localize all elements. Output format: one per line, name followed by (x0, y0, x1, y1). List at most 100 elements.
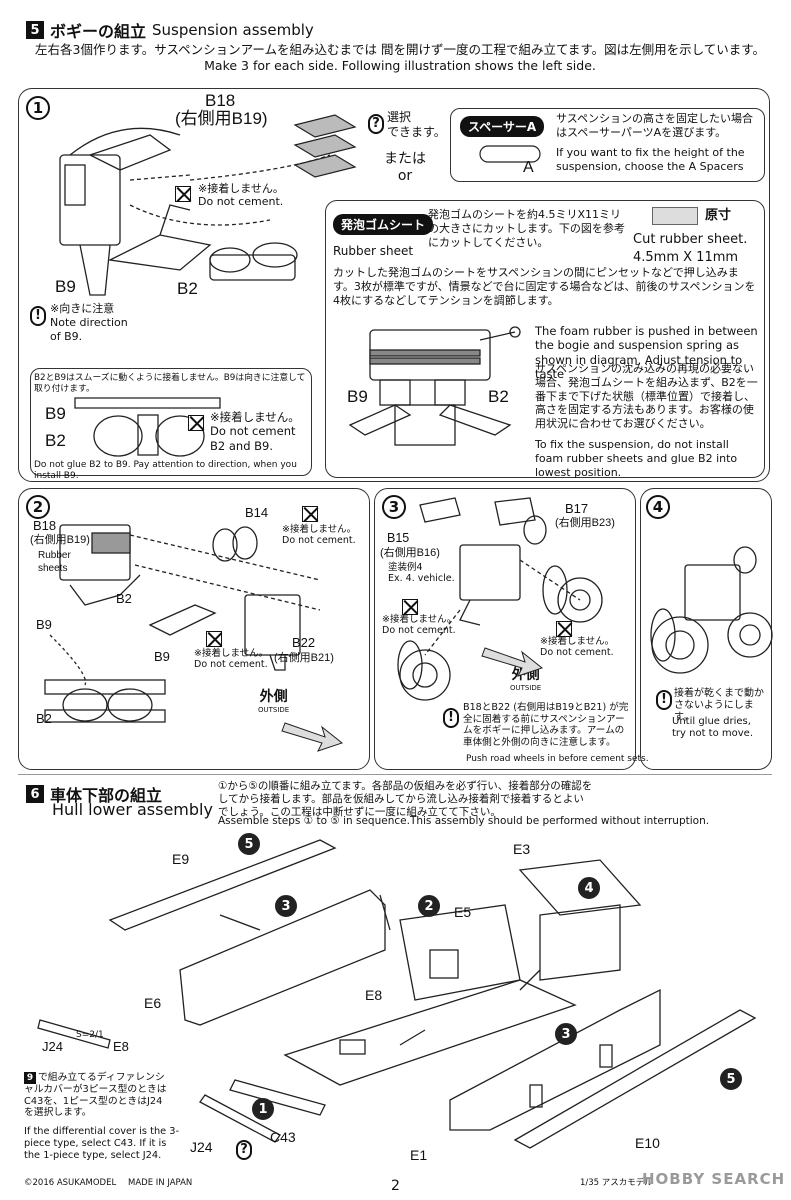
part-e6-label: E6 (144, 995, 162, 1011)
inset-b9-label: B9 (45, 404, 66, 423)
inset-nocement-en1: Do not cement (210, 424, 296, 439)
spacer-en: If you want to fix the height of the sus… (556, 146, 745, 173)
hull-drawing (37, 839, 757, 1149)
step2-nocement-en-2: Do not cement. (194, 659, 268, 671)
hull-step-1: 1 (252, 1098, 274, 1120)
suspension-drawing (348, 326, 521, 446)
footer-copyright: ©2016 ASUKAMODEL (24, 1178, 117, 1188)
step2-outside-arrow-icon (281, 722, 344, 752)
step2-b2b-label: B2 (36, 711, 52, 726)
step4-note-en2: try not to move. (672, 728, 754, 739)
hull-step-4: 4 (578, 877, 600, 899)
step3-number: 3 (382, 495, 406, 519)
rubber-label: 発泡ゴムシート (333, 214, 434, 235)
step4-drawing (650, 546, 773, 674)
step2-b9-label: B9 (36, 617, 52, 632)
part-e5-label: E5 (454, 904, 472, 920)
part-c43-label: C43 (270, 1129, 296, 1145)
section5-intro-en: Make 3 for each side. Following illustra… (204, 57, 596, 73)
section5-title-en: Suspension assembly (152, 21, 314, 39)
section5-intro-ja: 左右各3個作ります。サスペンションアームを組み込むまでは 間を開けず一度の工程で… (35, 42, 765, 57)
step3-drawing (397, 497, 603, 701)
rubber-sheets-drawing (293, 114, 357, 178)
hull-step-5-top: 5 (238, 833, 260, 855)
section5-title-ja: ボギーの組立 (50, 22, 147, 41)
select-note: 選択 できます。 (387, 110, 446, 140)
footer-watermark: HOBBY SEARCH (642, 1170, 786, 1188)
step3-b15-label: B15 (387, 531, 410, 545)
step3-push-en: Push road wheels in before cement sets. (466, 754, 649, 764)
step2-b18-right-label: (右側用B19) (30, 534, 90, 546)
section5-intro: 左右各3個作ります。サスペンションアームを組み込むまでは 間を開けず一度の工程で… (20, 42, 780, 73)
hull-step-2: 2 (418, 895, 440, 917)
step3-ex-en: Ex. 4. vehicle. (388, 573, 455, 585)
step2-b9b-label: B9 (154, 649, 170, 664)
rubber-pill: 発泡ゴムシート (333, 214, 434, 235)
step3-b17-right-label: (右側用B23) (555, 517, 615, 529)
hull-step-3-right: 3 (555, 1023, 577, 1045)
section6-header: 6 車体下部の組立 (26, 782, 162, 806)
rubber-en-label: Rubber sheet (333, 244, 414, 258)
step1-panel (18, 88, 770, 482)
inset-note-en: Do not glue B2 to B9. Pay attention to d… (34, 460, 297, 481)
fix-ja: サスペンションの沈み込みの再現の必要ない場合、発泡ゴムシートを組み込まず、B2を… (535, 362, 758, 430)
rubber-b9-label: B9 (347, 387, 368, 406)
step2-nocement-ja: ※接着しません。 (282, 524, 357, 535)
part-e3-label: E3 (513, 841, 531, 857)
x-mark-icon (556, 620, 572, 637)
step3-panel (374, 488, 636, 770)
step3-nocement-ja: ※接着しません。 (382, 614, 457, 625)
step4-warn-icon: ! (656, 688, 672, 710)
step1-b18-label: B18 (205, 91, 236, 110)
or-en: or (397, 168, 413, 184)
spacer-ja: サスペンションの高さを固定したい場合はスペーサーパーツAを選びます。 (556, 112, 754, 139)
cut-dim: 4.5mm X 11mm (633, 250, 739, 265)
step2-nocement-en: Do not cement. (282, 535, 356, 547)
spacer-label: スペーサーA (460, 116, 545, 137)
step2-outside: 外側 OUTSIDE (258, 686, 289, 714)
step3-x-mark (402, 596, 418, 615)
hull-step-3-left: 3 (275, 895, 297, 917)
step1-nocement-mark (175, 183, 191, 202)
step3-warn-icon: ! (443, 706, 459, 728)
or-block: または or (375, 148, 435, 184)
step1-b9-label: B9 (55, 277, 76, 296)
step2-number: 2 (26, 495, 50, 519)
x-mark-icon (302, 505, 318, 522)
step2-b18-label: B18 (33, 518, 57, 533)
spacer-part-label: A (523, 159, 534, 176)
step2-nocement-top: ※接着しません。 Do not cement. (282, 524, 356, 547)
step1-nocement-ja: ※接着しません。 (198, 182, 284, 195)
step3-b17-label: B17 (565, 501, 589, 516)
step2-nocement-bottom: ※接着しません。 Do not cement. (194, 648, 268, 671)
step1-drawing (59, 127, 331, 296)
footer-made-in: MADE IN JAPAN (128, 1178, 193, 1188)
step4-note-en1: Until glue dries, (672, 716, 751, 727)
step3-outside-en: OUTSIDE (510, 684, 542, 692)
inset-b2-label: B2 (45, 431, 66, 450)
part-e9-label: E9 (172, 851, 190, 867)
select-warn-icon: ? (368, 112, 384, 134)
x-mark-icon (206, 630, 222, 647)
step2-rubber-label: Rubber sheets (38, 550, 71, 574)
step1-nocement-en: Do not cement. (198, 195, 284, 209)
inset-box (30, 368, 312, 476)
step1-b18-right-label: (右側用B19) (175, 109, 268, 128)
or-ja: または (384, 151, 426, 167)
x-mark-icon (188, 414, 204, 431)
step1-direction: ※向きに注意 Note direction of B9. (50, 302, 128, 343)
hull-step-5-bottom: 5 (720, 1068, 742, 1090)
footer-page-number: 2 (391, 1178, 400, 1194)
insert-ja: カットした発泡ゴムのシートをサスペンションの間にピンセットなどで押し込みます。3… (333, 266, 756, 307)
section6-title-en: Hull lower assembly (52, 800, 213, 819)
step4-note-en: Until glue dries, try not to move. (672, 716, 753, 740)
part-j24-label: J24 (190, 1139, 213, 1155)
step2-b22-label: B22 (292, 635, 316, 650)
step2-x-mark (302, 503, 318, 522)
actual-size-label: 原寸 (705, 208, 732, 223)
step4-note-ja: 接着が乾くまで動かさないようにします。 (674, 688, 764, 723)
step1-direction-ja: ※向きに注意 (50, 302, 115, 315)
step2-nocement-ja-2: ※接着しません。 (194, 648, 269, 659)
inset-nocement: ※接着しません。 Do not cement B2 and B9. (210, 410, 300, 453)
rubber-box (325, 200, 765, 478)
